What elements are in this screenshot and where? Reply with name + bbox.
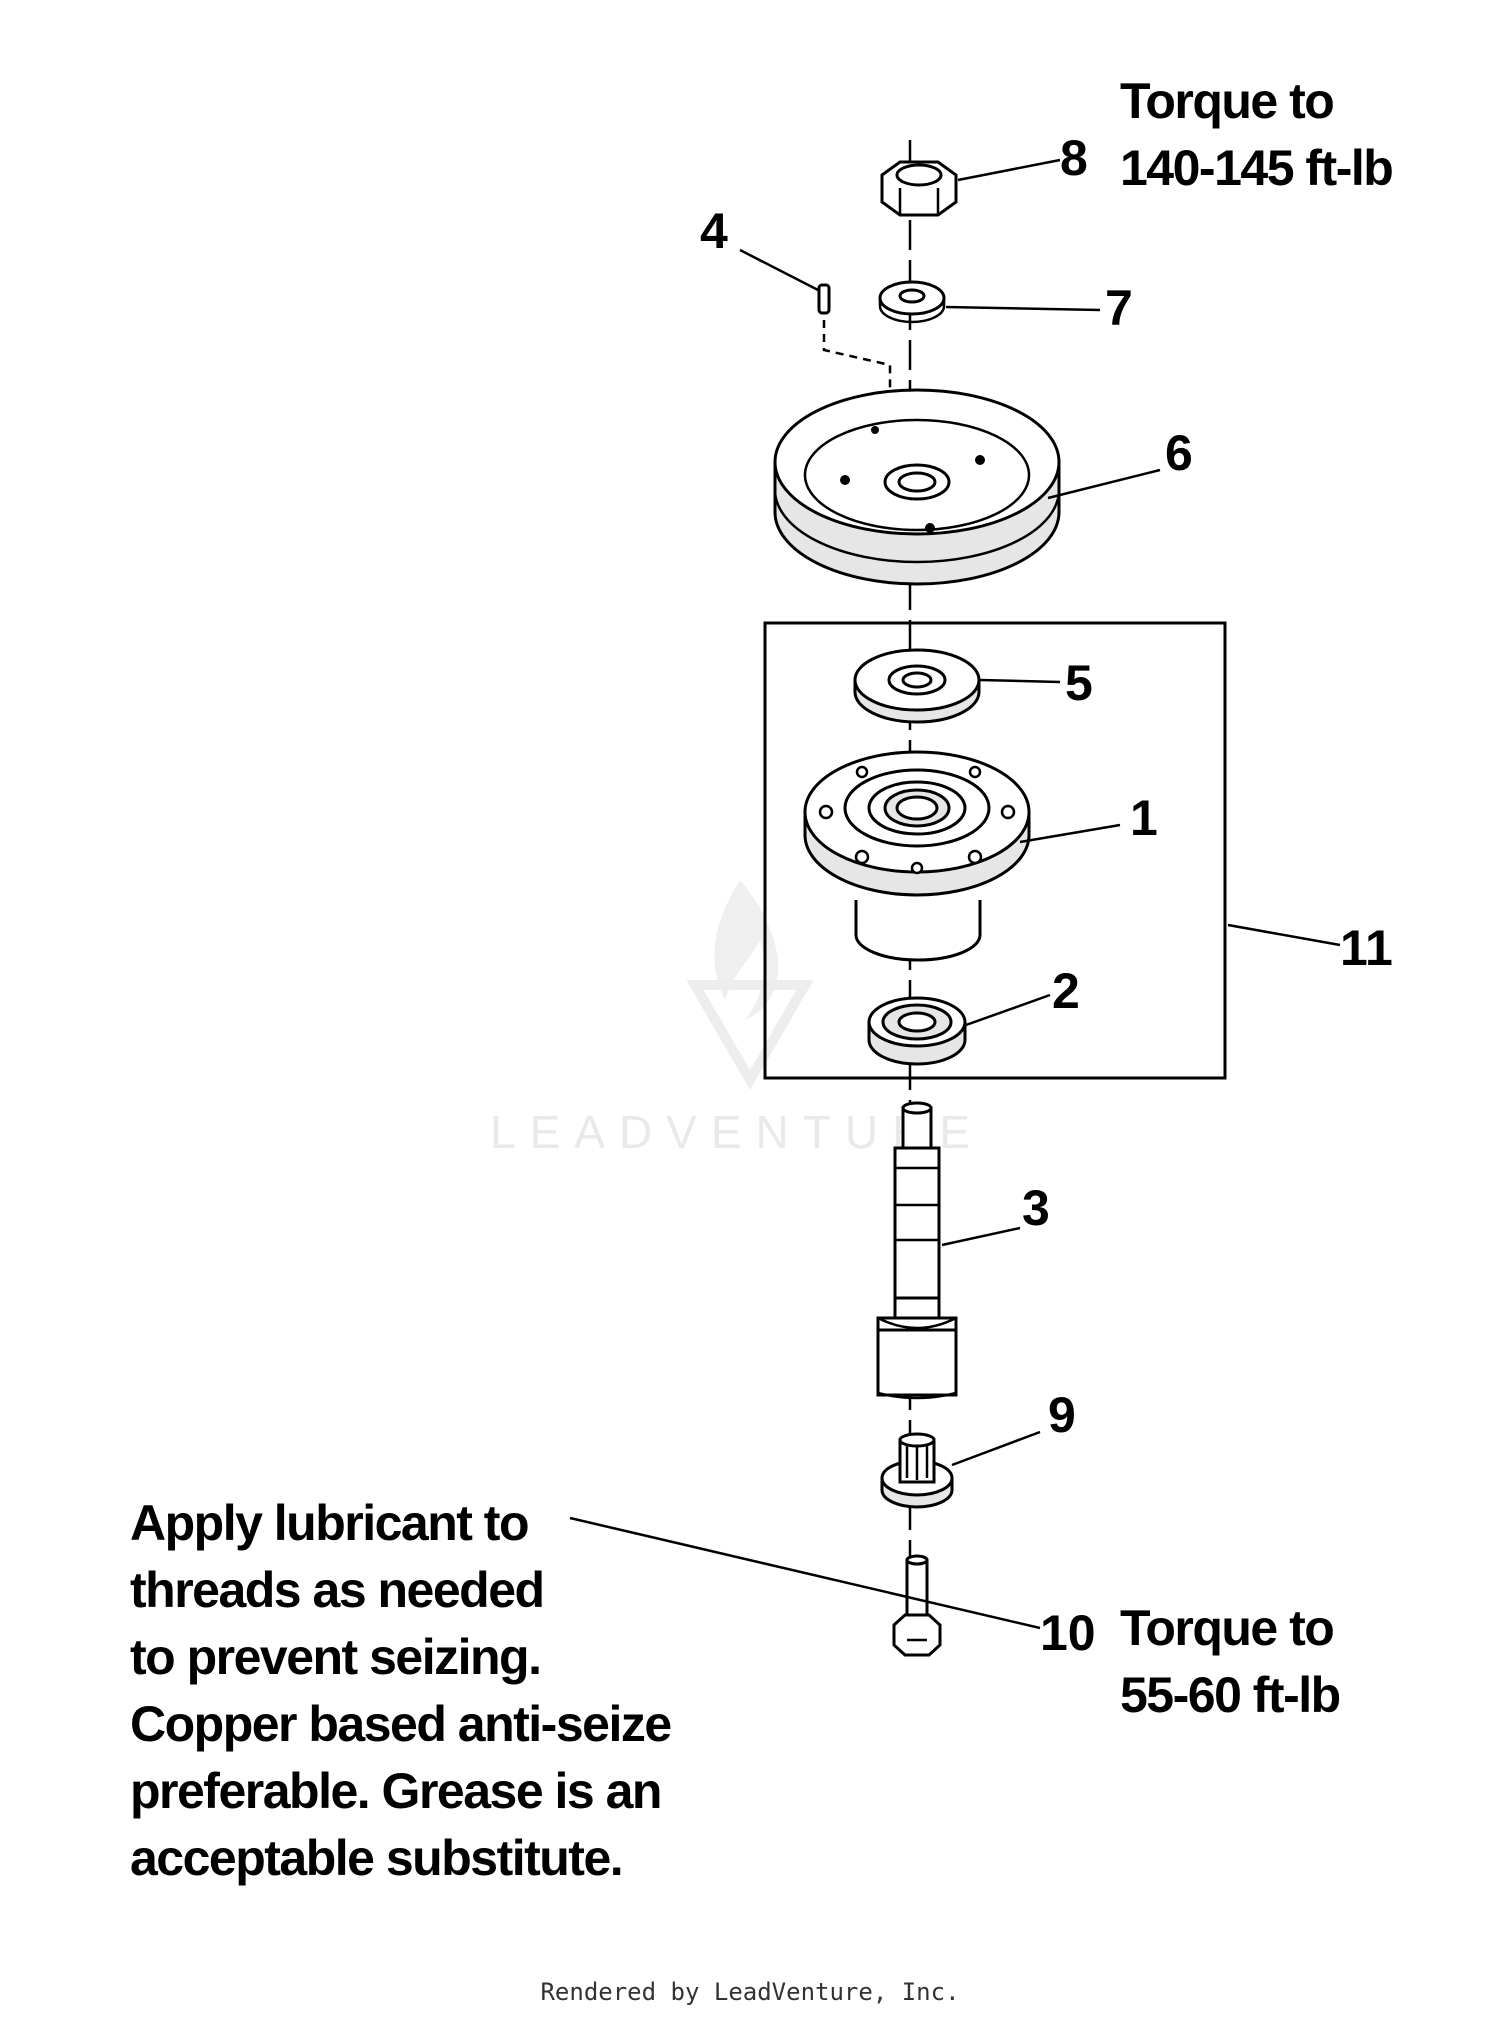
callout-8: 8 xyxy=(1060,130,1088,186)
callout-9: 9 xyxy=(1048,1387,1076,1443)
part-11-assembly-box xyxy=(763,621,1227,1080)
callout-3: 3 xyxy=(1022,1180,1050,1236)
part-2-bearing xyxy=(867,996,967,1066)
lubricant-line-6: acceptable substitute. xyxy=(130,1830,622,1886)
part-5-seal xyxy=(853,648,981,724)
torque-note-top: Torque to 140-145 ft-lb xyxy=(1120,73,1394,196)
lubricant-line-2: threads as needed xyxy=(130,1562,544,1618)
part-9-adapter xyxy=(880,1432,954,1509)
part-4-key xyxy=(817,283,892,390)
callout-5: 5 xyxy=(1065,655,1093,711)
callout-7: 7 xyxy=(1105,280,1133,336)
part-3-spindle-shaft xyxy=(876,1101,958,1400)
leadventure-watermark: LEADVENTURE xyxy=(490,880,984,1158)
torque-bottom-line-1: Torque to xyxy=(1120,1600,1333,1656)
lubricant-line-3: to prevent seizing. xyxy=(130,1629,540,1685)
callout-1: 1 xyxy=(1130,790,1158,846)
lubricant-line-5: preferable. Grease is an xyxy=(130,1763,661,1819)
part-6-pulley xyxy=(773,388,1061,586)
part-8-hex-nut xyxy=(880,160,958,217)
part-10-bolt xyxy=(892,1554,942,1657)
leader-lines xyxy=(569,158,1341,1630)
callout-4: 4 xyxy=(700,203,728,259)
watermark-text: LEADVENTURE xyxy=(490,1106,984,1158)
callout-11: 11 xyxy=(1340,920,1393,976)
torque-note-bottom: Torque to 55-60 ft-lb xyxy=(1120,1600,1341,1723)
lubricant-line-4: Copper based anti-seize xyxy=(130,1696,671,1752)
callout-numbers: 8 7 4 6 5 1 11 2 3 9 10 xyxy=(700,130,1393,1661)
callout-6: 6 xyxy=(1165,425,1193,481)
part-1-spindle-housing xyxy=(803,750,1031,962)
torque-top-line-2: 140-145 ft-lb xyxy=(1120,140,1392,196)
torque-bottom-line-2: 55-60 ft-lb xyxy=(1120,1667,1340,1723)
footer-credit: Rendered by LeadVenture, Inc. xyxy=(540,1978,959,2006)
callout-10: 10 xyxy=(1040,1605,1096,1661)
lubricant-note: Apply lubricant to threads as needed to … xyxy=(130,1495,673,1886)
part-7-washer xyxy=(878,280,946,324)
torque-top-line-1: Torque to xyxy=(1120,73,1333,129)
callout-2: 2 xyxy=(1052,963,1080,1019)
lubricant-line-1: Apply lubricant to xyxy=(130,1495,528,1551)
